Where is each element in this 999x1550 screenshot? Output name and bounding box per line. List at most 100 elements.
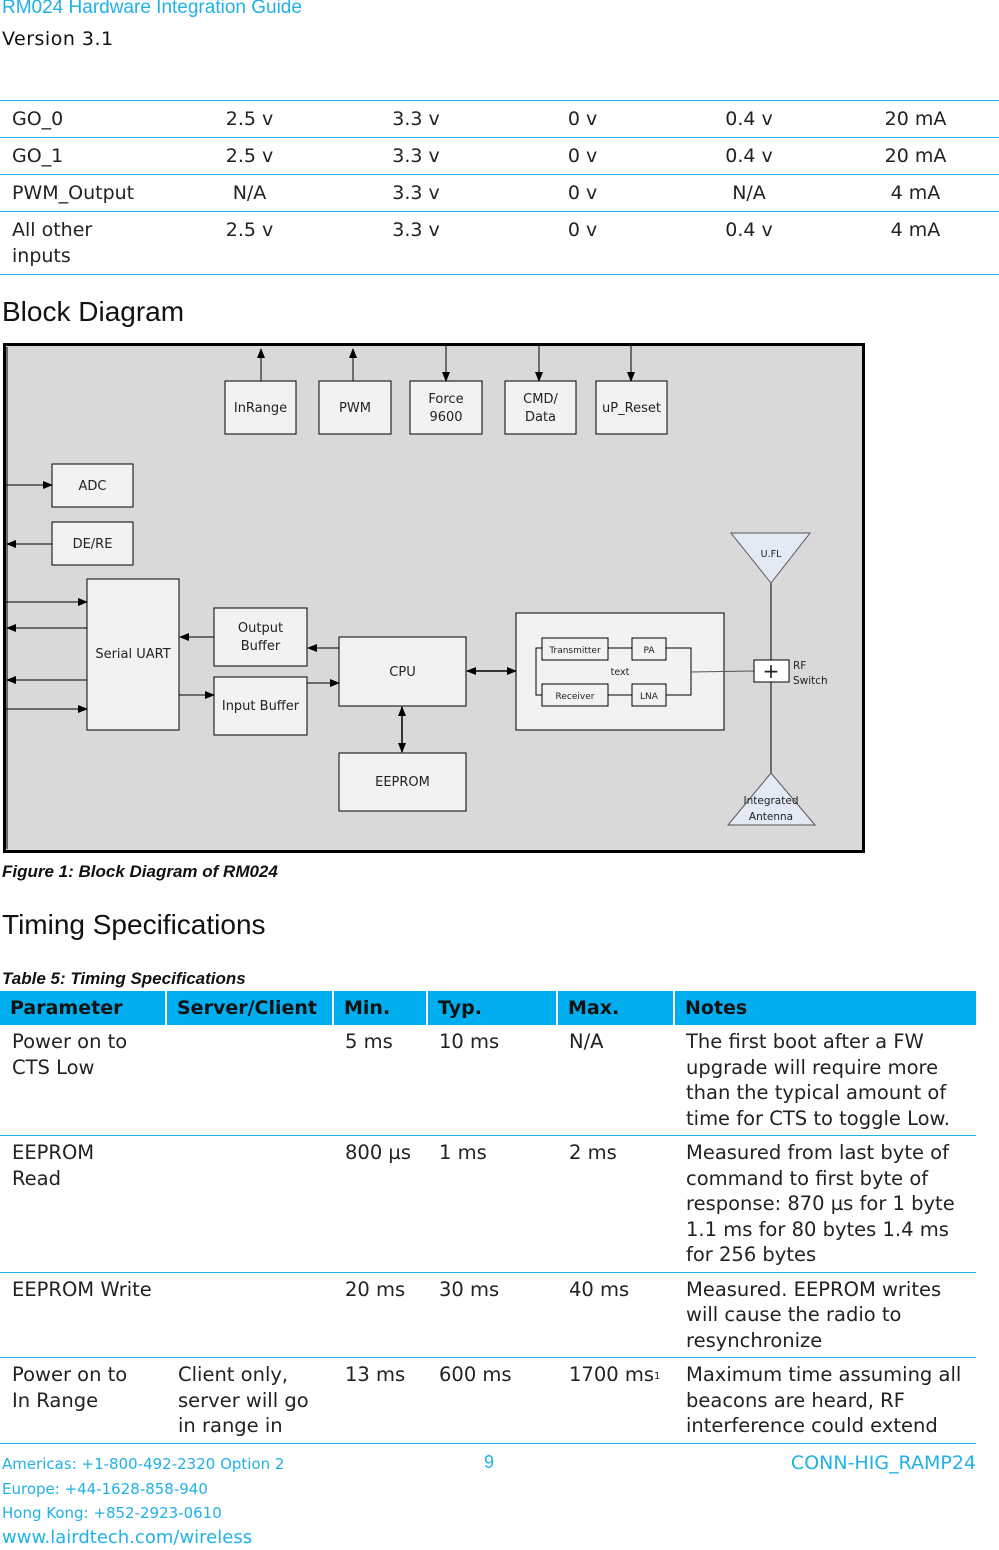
svg-text:Data: Data	[525, 410, 556, 425]
svg-text:PA: PA	[643, 646, 655, 656]
cmd-data-block: CMD/ Data	[505, 381, 576, 434]
table-row: EEPROM Write 20 ms 30 ms 40 ms Measured.…	[0, 1272, 976, 1358]
server-client-cell	[166, 1136, 333, 1273]
min-cell: 5 ms	[333, 1025, 427, 1136]
cpu-block: CPU	[339, 637, 466, 706]
svg-text:ADC: ADC	[79, 479, 107, 494]
adc-block: ADC	[52, 464, 133, 507]
typ-cell: 1 ms	[427, 1136, 557, 1273]
table-cell: 2.5 v	[166, 138, 333, 175]
svg-text:uP_Reset: uP_Reset	[602, 401, 661, 416]
page-number: 9	[484, 1452, 494, 1473]
min-cell: 800 µs	[333, 1136, 427, 1273]
table-row: All other inputs 2.5 v 3.3 v 0 v 0.4 v 4…	[0, 212, 999, 275]
min-cell: 20 ms	[333, 1272, 427, 1358]
table-cell: N/A	[166, 175, 333, 212]
svg-text:Output: Output	[238, 621, 283, 636]
block-diagram-heading: Block Diagram	[2, 296, 184, 328]
svg-text:LNA: LNA	[640, 692, 659, 702]
output-buffer-block: Output Buffer	[214, 608, 307, 666]
table-cell: 0 v	[499, 175, 666, 212]
column-header: Max.	[557, 991, 674, 1025]
notes-cell: The first boot after a FW upgrade will r…	[674, 1025, 976, 1136]
figure-caption: Figure 1: Block Diagram of RM024	[2, 862, 278, 882]
table-cell: GO_1	[0, 138, 166, 175]
typ-cell: 10 ms	[427, 1025, 557, 1136]
table-cell: PWM_Output	[0, 175, 166, 212]
table-cell: All other inputs	[0, 212, 166, 275]
column-header: Min.	[333, 991, 427, 1025]
max-value: N/A	[569, 1030, 604, 1053]
io-levels-table: GO_0 2.5 v 3.3 v 0 v 0.4 v 20 mA GO_1 2.…	[0, 100, 999, 275]
table-cell: 0 v	[499, 101, 666, 138]
svg-text:Integrated: Integrated	[744, 795, 799, 807]
svg-text:Force: Force	[428, 392, 463, 407]
timing-specifications-table: Parameter Server/Client Min. Typ. Max. N…	[0, 991, 976, 1444]
svg-text:Buffer: Buffer	[241, 639, 281, 654]
table-cell: 3.3 v	[333, 175, 499, 212]
table-cell: N/A	[666, 175, 832, 212]
serial-uart-block: Serial UART	[87, 579, 179, 730]
timing-heading: Timing Specifications	[2, 909, 266, 941]
footer-europe-phone: Europe: +44-1628-858-940	[2, 1477, 284, 1502]
table-cell: 4 mA	[832, 212, 999, 275]
column-header: Parameter	[0, 991, 166, 1025]
svg-text:DE/RE: DE/RE	[73, 537, 113, 552]
table-cell: GO_0	[0, 101, 166, 138]
inrange-block: InRange	[225, 381, 296, 434]
server-client-cell	[166, 1025, 333, 1136]
block-diagram: InRange PWM Force 9600 CMD/ Data uP_Rese…	[3, 343, 865, 853]
svg-text:text: text	[611, 667, 630, 678]
table-cell: 0 v	[499, 138, 666, 175]
typ-cell: 30 ms	[427, 1272, 557, 1358]
parameter-cell: EEPROM Read	[0, 1136, 166, 1273]
table-row: GO_0 2.5 v 3.3 v 0 v 0.4 v 20 mA	[0, 101, 999, 138]
force-9600-block: Force 9600	[410, 381, 482, 434]
svg-text:Switch: Switch	[793, 675, 828, 687]
document-version: Version 3.1	[2, 28, 114, 50]
input-buffer-block: Input Buffer	[214, 677, 307, 735]
svg-text:Serial UART: Serial UART	[95, 647, 170, 662]
table-cell: 3.3 v	[333, 138, 499, 175]
column-header: Server/Client	[166, 991, 333, 1025]
table-row: EEPROM Read 800 µs 1 ms 2 ms Measured fr…	[0, 1136, 976, 1273]
svg-text:CPU: CPU	[389, 665, 415, 680]
notes-cell: Measured. EEPROM writes will cause the r…	[674, 1272, 976, 1358]
table-cell: 0.4 v	[666, 101, 832, 138]
footnote-marker: 1	[654, 1371, 660, 1382]
svg-text:9600: 9600	[429, 410, 462, 425]
eeprom-block: EEPROM	[339, 753, 466, 811]
svg-text:RF: RF	[793, 660, 806, 672]
svg-text:InRange: InRange	[234, 401, 287, 416]
server-client-cell: Client only, server will go in range in	[166, 1358, 333, 1444]
table-row: Power on to In Range Client only, server…	[0, 1358, 976, 1444]
table-row: PWM_Output N/A 3.3 v 0 v N/A 4 mA	[0, 175, 999, 212]
table-cell: 3.3 v	[333, 101, 499, 138]
notes-cell: Measured from last byte of command to fi…	[674, 1136, 976, 1273]
column-header: Typ.	[427, 991, 557, 1025]
notes-cell: Maximum time assuming all beacons are he…	[674, 1358, 976, 1444]
table-cell: 3.3 v	[333, 212, 499, 275]
parameter-cell: Power on to CTS Low	[0, 1025, 166, 1136]
max-cell: 1700 ms1	[557, 1358, 674, 1444]
max-cell: 2 ms	[557, 1136, 674, 1273]
parameter-cell: Power on to In Range	[0, 1358, 166, 1444]
up-reset-block: uP_Reset	[596, 381, 667, 434]
svg-text:Receiver: Receiver	[556, 692, 595, 702]
table-cell: 20 mA	[832, 138, 999, 175]
footer-website-link[interactable]: www.lairdtech.com/wireless	[2, 1526, 284, 1550]
max-cell: N/A	[557, 1025, 674, 1136]
parameter-cell: EEPROM Write	[0, 1272, 333, 1358]
plus-icon: +	[763, 659, 780, 683]
typ-cell: 600 ms	[427, 1358, 557, 1444]
svg-text:EEPROM: EEPROM	[375, 775, 430, 790]
svg-text:CMD/: CMD/	[523, 392, 558, 407]
document-title: RM024 Hardware Integration Guide	[2, 0, 302, 19]
table-header-row: Parameter Server/Client Min. Typ. Max. N…	[0, 991, 976, 1025]
column-header: Notes	[674, 991, 976, 1025]
footer-contacts: Americas: +1-800-492-2320 Option 2 Europ…	[2, 1452, 284, 1550]
table-caption: Table 5: Timing Specifications	[2, 969, 246, 989]
de-re-block: DE/RE	[52, 522, 133, 565]
pwm-block: PWM	[319, 381, 391, 434]
footer-americas-phone: Americas: +1-800-492-2320 Option 2	[2, 1452, 284, 1477]
